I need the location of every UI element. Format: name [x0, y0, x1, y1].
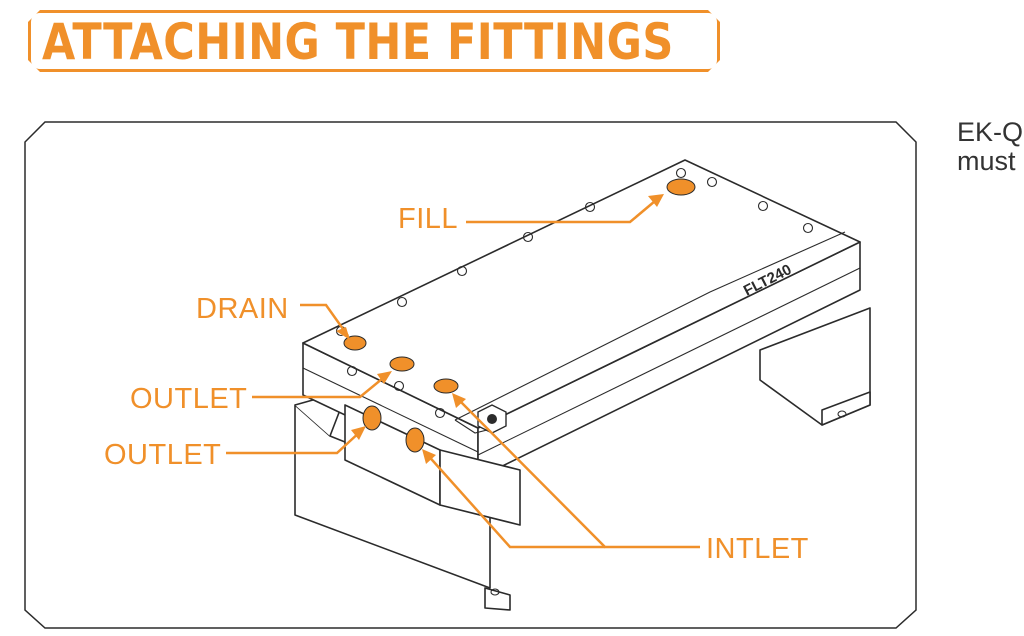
- inlet-top-port: [433, 378, 459, 394]
- fill-leader: [466, 195, 662, 224]
- leader-lines: [226, 194, 700, 549]
- side-text-line-1: EK-Q: [957, 117, 1024, 147]
- outlet-bottom-label: OUTLET: [104, 439, 221, 471]
- outlet-top-leader: [252, 373, 389, 399]
- side-text: EK-Q must: [957, 118, 1023, 176]
- outlet-top-port: [389, 356, 415, 372]
- drain-label: DRAIN: [196, 293, 289, 325]
- side-text-line-2: must: [957, 146, 1016, 176]
- fill-label: FILL: [398, 203, 458, 235]
- diagram-frame: [24, 121, 917, 629]
- outlet-bottom-leader: [226, 429, 363, 455]
- page-title: ATTACHING THE FITTINGS: [42, 13, 674, 71]
- inlet-label: INTLET: [706, 533, 809, 565]
- fill-port: [666, 178, 696, 196]
- mounting-bracket: [294, 307, 871, 611]
- outlet-top-label: OUTLET: [130, 383, 247, 415]
- inlet-leader-b: [424, 451, 605, 549]
- inlet-bottom-port: [405, 427, 425, 453]
- drain-leader: [300, 303, 350, 337]
- title-frame: [28, 10, 720, 72]
- reservoir-body: [302, 159, 861, 526]
- brand-badge-icon: [477, 404, 507, 434]
- outlet-bottom-port: [362, 405, 382, 431]
